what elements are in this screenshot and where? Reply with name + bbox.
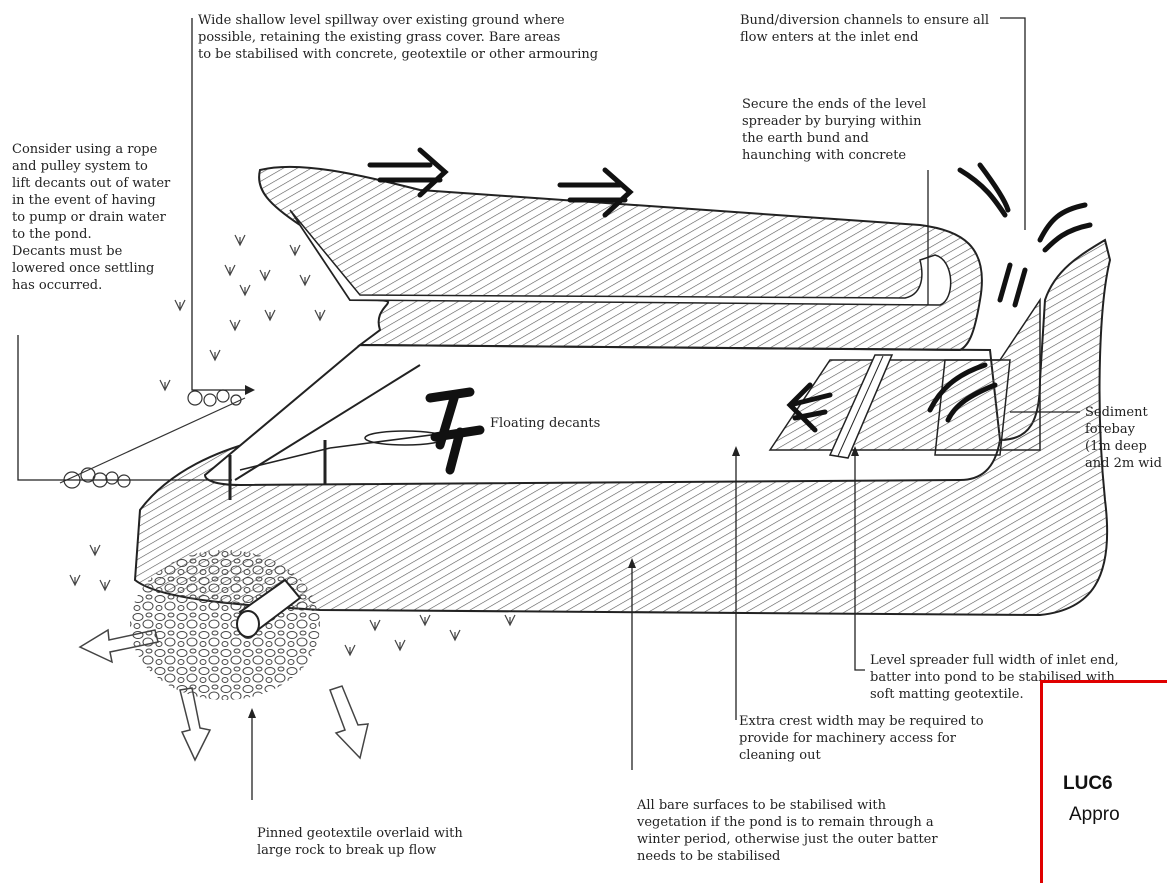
- annotation-floating-decants: Floating decants: [490, 415, 600, 432]
- legend-subtitle: Appro: [1069, 804, 1120, 826]
- back-bund: [259, 167, 982, 350]
- annotation-extra-crest: Extra crest width may be required to pro…: [739, 713, 984, 764]
- annotation-rope-pulley: Consider using a rope and pulley system …: [12, 141, 170, 294]
- arrowhead: [245, 385, 255, 395]
- annotation-secure-ends: Secure the ends of the level spreader by…: [742, 96, 926, 164]
- annotation-spillway: Wide shallow level spillway over existin…: [198, 12, 598, 63]
- rock-apron: [130, 550, 320, 700]
- legend-code: LUC6: [1063, 773, 1113, 795]
- annotation-pinned-geotextile: Pinned geotextile overlaid with large ro…: [257, 825, 463, 859]
- annotation-bare-surfaces: All bare surfaces to be stabilised with …: [637, 797, 938, 865]
- annotation-bund: Bund/diversion channels to ensure all fl…: [740, 12, 989, 46]
- arrowhead: [248, 708, 256, 718]
- annotation-sediment-forebay: Sediment forebay (1m deep and 2m wid: [1085, 404, 1162, 472]
- legend-box: LUC6 Appro: [1040, 680, 1167, 883]
